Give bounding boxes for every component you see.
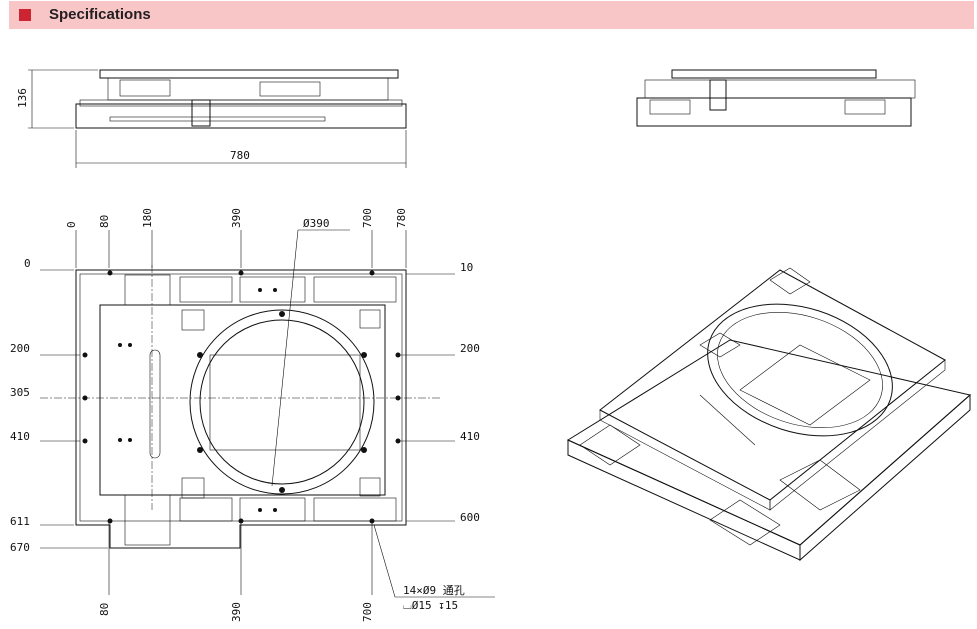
x-dim-780: 780 <box>395 208 408 228</box>
y-dim-410: 410 <box>10 430 30 443</box>
x-dim-bottom-700: 700 <box>361 602 374 622</box>
x-dim-0: 0 <box>65 221 78 228</box>
mounting-holes <box>82 270 401 524</box>
y-dim-right-410: 410 <box>460 430 480 443</box>
section-title: Specifications <box>49 6 151 23</box>
x-dim-700: 700 <box>361 208 374 228</box>
section-header: Specifications <box>9 1 974 29</box>
x-dim-bottom-390: 390 <box>230 602 243 622</box>
y-dim-670: 670 <box>10 541 30 554</box>
x-dim-180: 180 <box>141 208 154 228</box>
hole-callout-line1: 14×Ø9 通孔 <box>403 584 465 597</box>
x-dim-390: 390 <box>230 208 243 228</box>
diameter-dim: Ø390 <box>303 217 330 230</box>
y-dim-200: 200 <box>10 342 30 355</box>
y-dim-305: 305 <box>10 386 30 399</box>
height-dim: 136 <box>16 88 29 108</box>
header-bullet-icon <box>19 9 31 21</box>
y-dim-right-600: 600 <box>460 511 480 524</box>
y-dim-right-200: 200 <box>460 342 480 355</box>
top-view: 0 80 180 390 700 780 Ø390 0 200 305 410 … <box>10 208 495 622</box>
x-dim-80: 80 <box>98 215 111 228</box>
x-dim-bottom-80: 80 <box>98 603 111 616</box>
side-view-front: 136 780 <box>16 69 407 168</box>
y-dim-right-10: 10 <box>460 261 473 274</box>
y-dim-0: 0 <box>24 257 31 270</box>
hole-callout-line2: ⌴Ø15 ↧15 <box>403 599 458 612</box>
side-view-side <box>636 69 916 127</box>
y-dim-611: 611 <box>10 515 30 528</box>
isometric-view <box>566 267 972 562</box>
width-dim: 780 <box>230 149 250 162</box>
